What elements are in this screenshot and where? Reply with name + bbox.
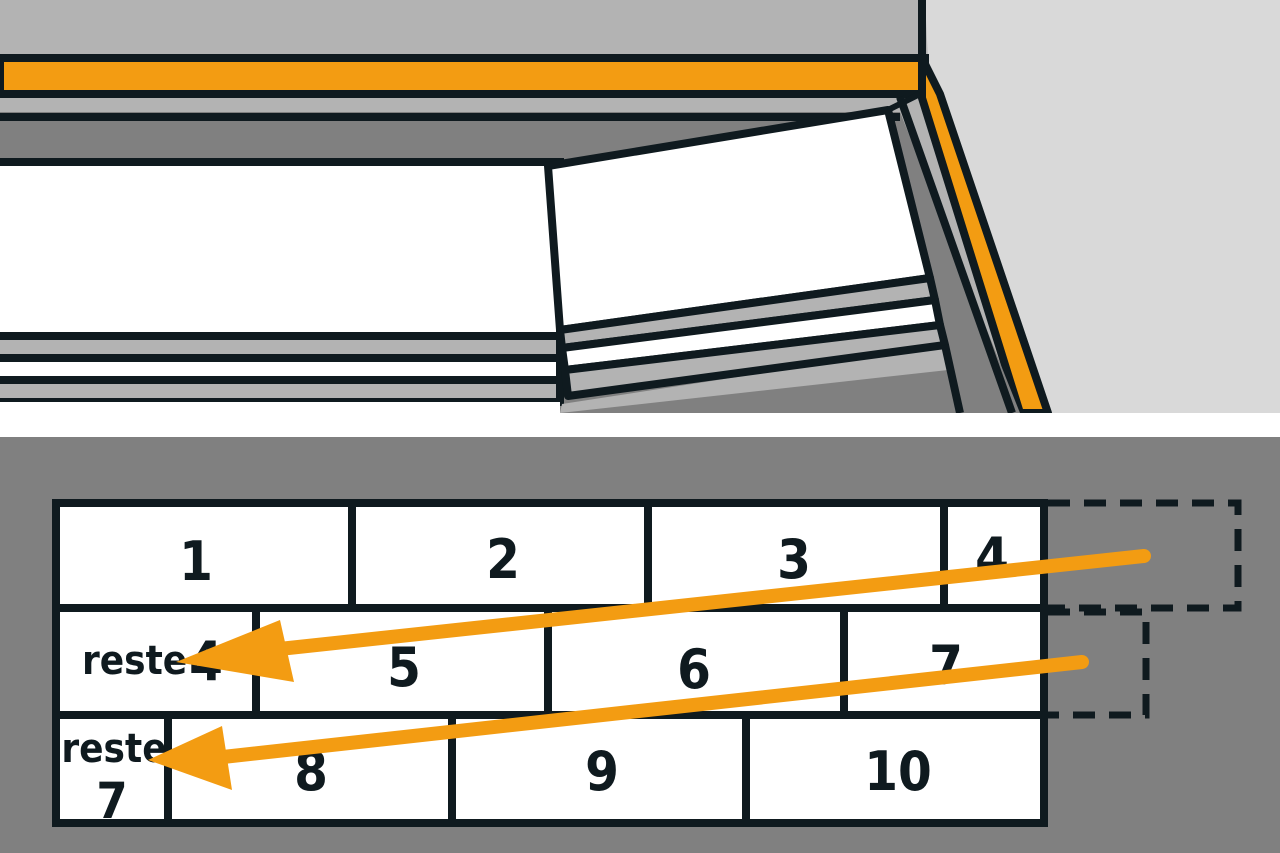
offcut-dashed-2	[1048, 608, 1150, 719]
tile-label-7: 7	[929, 634, 963, 697]
tile-label-reste-7-number: 7	[96, 772, 127, 830]
tile-label-5: 5	[387, 636, 421, 699]
tile-label-reste-7-word: reste	[61, 726, 166, 772]
arrow-2-head	[148, 726, 232, 790]
recess-side-line	[896, 95, 1016, 415]
tile-label-10: 10	[864, 740, 932, 803]
board-left-layer-3	[0, 376, 564, 406]
frame-top-edge	[0, 54, 929, 98]
tile-label-1: 1	[179, 530, 213, 593]
arrow-2-shaft	[207, 655, 1089, 765]
arrow-1-head	[176, 620, 294, 682]
board-tilted-edge	[941, 344, 964, 414]
tile-label-6: 6	[677, 638, 711, 701]
tile-label-2: 2	[486, 528, 520, 591]
left-arrow-icon	[148, 655, 1089, 790]
board-tilted	[544, 91, 964, 414]
panel-divider	[0, 413, 1280, 437]
board-left-top	[0, 158, 564, 340]
board-stack-left	[0, 158, 564, 413]
board-tilted-shadow	[560, 345, 948, 413]
bottom-panel: 1 2 3 4 reste 4 5 6 7 reste 7 8 9 10	[0, 437, 1280, 853]
board-tilted-corner	[886, 91, 922, 113]
tile-label-9: 9	[585, 740, 619, 803]
tile-label-3: 3	[777, 528, 811, 591]
left-arrow-icon	[176, 549, 1151, 682]
board-left-layer-4	[0, 402, 560, 413]
arrow-1-shaft	[263, 549, 1151, 657]
top-panel	[0, 0, 1280, 417]
tile-label-reste-4-word: reste	[82, 638, 187, 684]
tile-labels: 1 2 3 4 reste 4 5 6 7 reste 7 8 9 10	[61, 526, 1009, 830]
